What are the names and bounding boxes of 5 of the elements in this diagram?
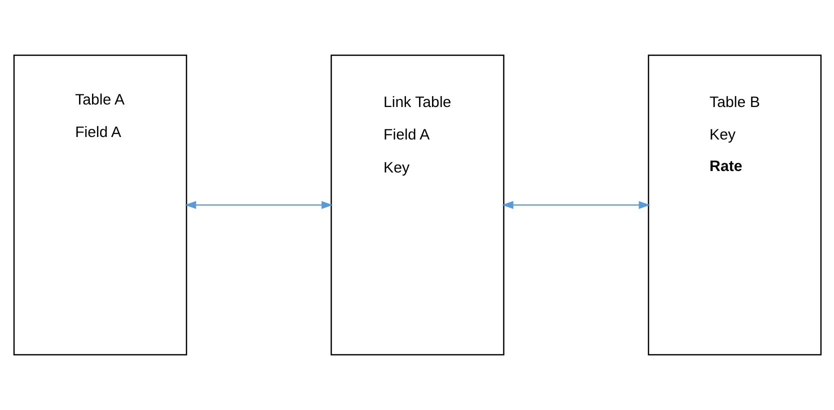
node-box: Table B Key Rate (647, 54, 822, 356)
node-box: Link Table Field A Key (330, 54, 504, 356)
node-box: Table A Field A (12, 54, 187, 356)
arrow (184, 201, 332, 209)
arrow (502, 201, 650, 209)
